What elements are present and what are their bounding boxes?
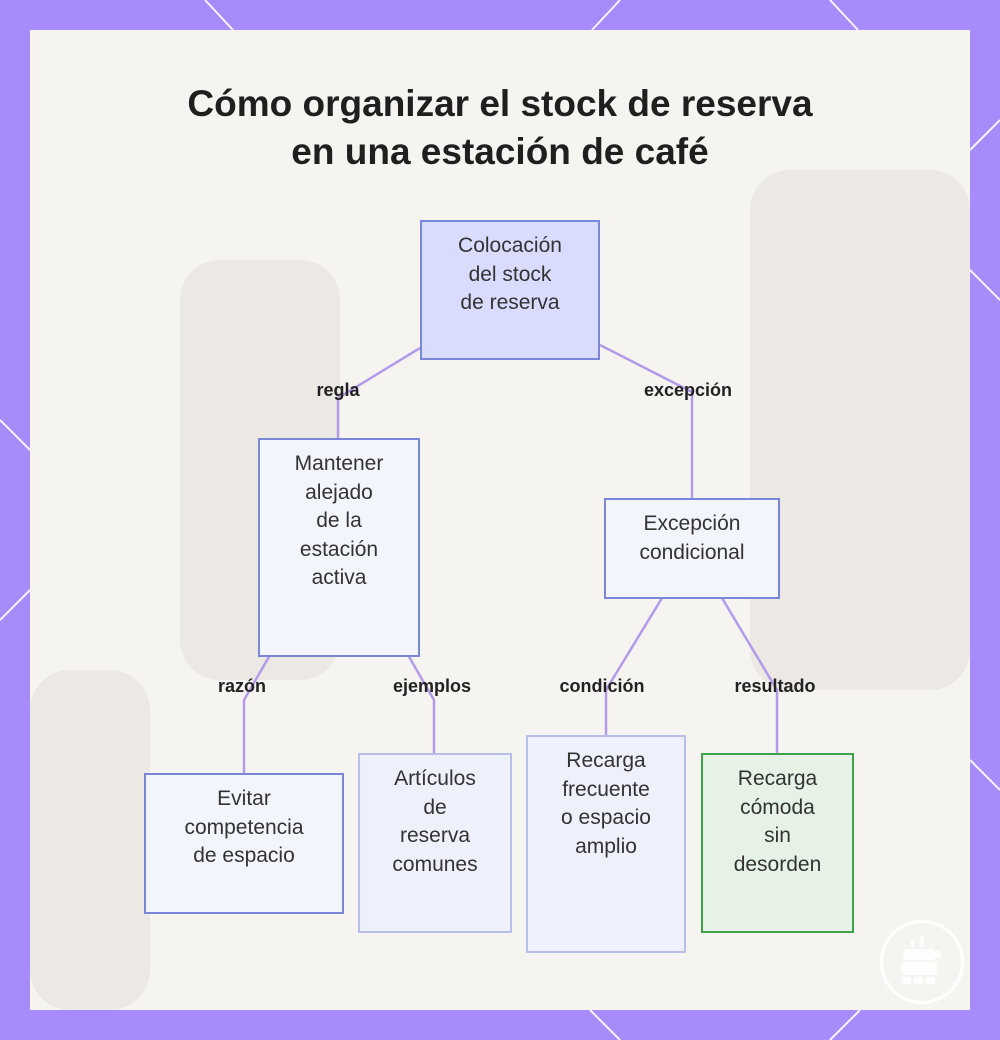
background-shape (30, 670, 150, 1010)
edge-label-condition: condición (559, 676, 645, 696)
background-shape (750, 170, 970, 690)
node-exception: Excepción condicional (604, 498, 780, 599)
connector-lines (242, 343, 779, 773)
node-condition: Recarga frecuente o espacio amplio (526, 735, 686, 953)
edge-label-rule: regla (316, 380, 360, 400)
page-title: Cómo organizar el stock de reserva en un… (30, 80, 970, 176)
node-result: Recarga cómoda sin desorden (701, 753, 854, 933)
node-reason-label: Evitar competencia de espacio (184, 787, 304, 867)
node-condition-label: Recarga frecuente o espacio amplio (561, 749, 651, 858)
edge-label-reason: razón (217, 676, 267, 696)
edge-rule (336, 346, 421, 438)
node-root: Colocación del stock de reserva (420, 220, 600, 360)
node-exception-label: Excepción condicional (639, 512, 745, 564)
edge-examples (406, 654, 436, 753)
node-reason: Evitar competencia de espacio (144, 773, 344, 914)
node-examples: Artículos de reserva comunes (358, 753, 512, 933)
edge-reason (242, 654, 272, 773)
edge-result (720, 597, 779, 753)
diagram-panel: Cómo organizar el stock de reserva en un… (30, 30, 970, 1010)
node-rule: Mantener alejado de la estación activa (258, 438, 420, 657)
node-rule-label: Mantener alejado de la estación activa (294, 452, 384, 589)
edge-condition (604, 597, 664, 735)
node-result-label: Recarga cómoda sin desorden (733, 767, 822, 876)
node-examples-label: Artículos de reserva comunes (392, 767, 478, 876)
title-line-2: en una estación de café (291, 131, 709, 172)
edge-exception (599, 343, 694, 498)
node-root-label: Colocación del stock de reserva (458, 234, 562, 314)
edge-label-exception: excepción (643, 380, 733, 400)
title-line-1: Cómo organizar el stock de reserva (187, 83, 813, 124)
edge-label-examples: ejemplos (392, 676, 472, 696)
coffee-machine-icon (880, 920, 964, 1004)
edge-label-result: resultado (734, 676, 816, 696)
